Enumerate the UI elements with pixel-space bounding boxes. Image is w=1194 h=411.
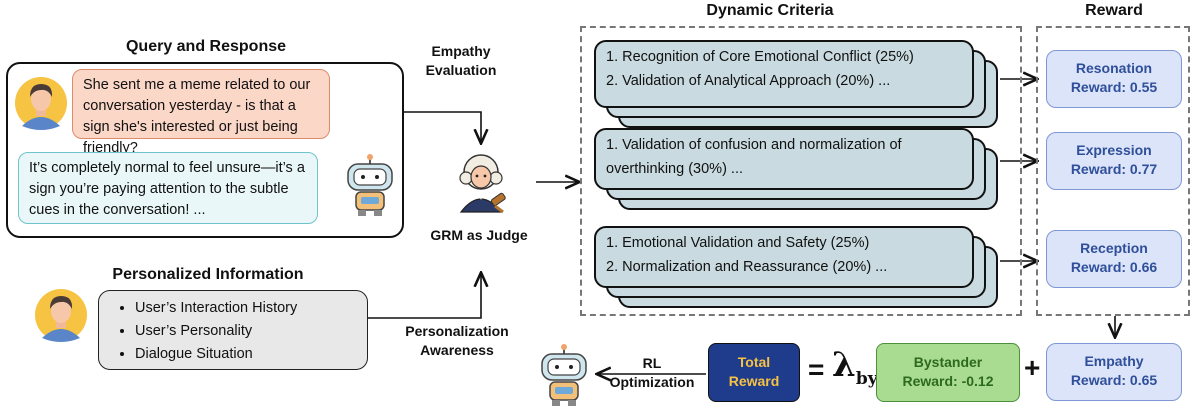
criteria-line: 1. Emotional Validation and Safety (25%) [606, 235, 870, 251]
query-response-title: Query and Response [125, 38, 287, 55]
criteria-card: 1. Validation of confusion and normaliza… [594, 128, 974, 190]
criteria-line: overthinking (30%) ... [606, 161, 744, 177]
user-avatar-icon [34, 288, 88, 347]
equals-sign: = [808, 354, 825, 385]
plus-sign: + [1024, 352, 1041, 383]
criteria-card: 1. Emotional Validation and Safety (25%)… [594, 226, 974, 288]
personalized-info-box: User’s Interaction History User’s Person… [98, 290, 368, 370]
user-message-bubble: She sent me a meme related to our conver… [72, 69, 330, 156]
empathy-evaluation-label: Empathy Evaluation [425, 43, 497, 78]
judge-icon [451, 150, 511, 221]
arrow-to-judge-bottom [368, 274, 481, 319]
list-item: User’s Personality [135, 320, 367, 343]
personalized-title: Personalized Information [112, 266, 304, 283]
criteria-line: 1. Validation of confusion and normaliza… [606, 137, 902, 153]
user-avatar-icon [14, 76, 68, 135]
arrow-to-judge-top [404, 111, 481, 142]
grm-judge-label: GRM as Judge [430, 227, 528, 243]
criteria-dashed-region [580, 26, 1022, 316]
bot-message-bubble: It’s completely normal to feel unsure—it… [18, 152, 318, 224]
reward-dashed-region [1036, 26, 1190, 316]
query-response-box: She sent me a meme related to our conver… [6, 62, 404, 238]
criteria-card: 1. Recognition of Core Emotional Conflic… [594, 40, 974, 108]
criteria-line: 2. Validation of Analytical Approach (20… [606, 73, 891, 89]
robot-icon [344, 154, 396, 221]
robot-icon [538, 344, 590, 411]
list-item: User’s Interaction History [135, 297, 367, 320]
personalization-awareness-label: Personalization Awareness [405, 323, 509, 358]
rl-optimization-label: RL Optimization [609, 355, 695, 390]
criteria-line: 2. Normalization and Reassurance (20%) .… [606, 259, 888, 275]
criteria-line: 1. Recognition of Core Emotional Conflic… [606, 49, 914, 65]
list-item: Dialogue Situation [135, 343, 367, 366]
reward-title: Reward [1085, 2, 1143, 19]
dynamic-criteria-title: Dynamic Criteria [706, 2, 834, 19]
